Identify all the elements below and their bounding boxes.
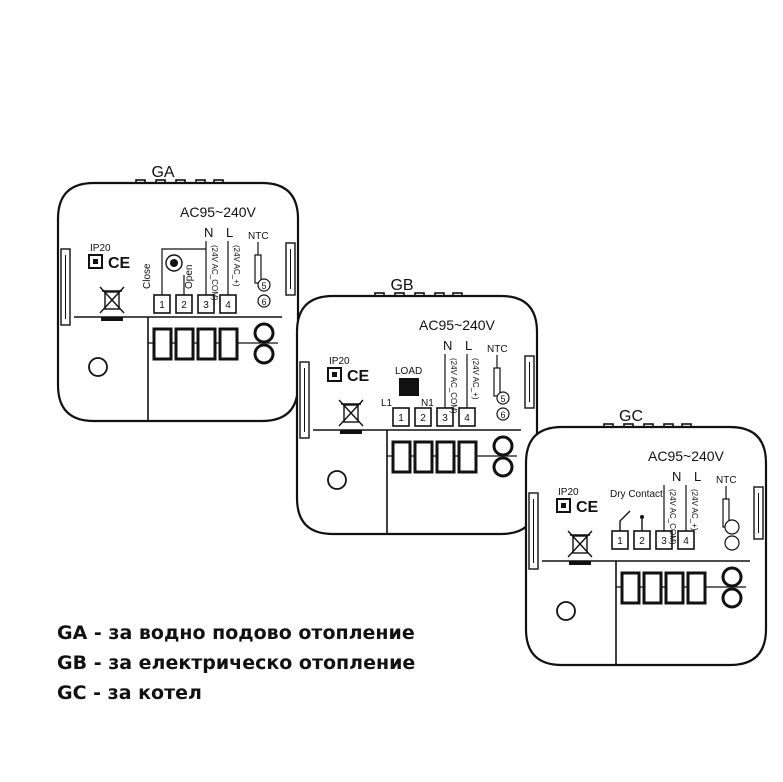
terminal-2 <box>414 407 432 427</box>
ip20-box-inner <box>93 259 98 264</box>
sensor-terminal <box>724 519 740 535</box>
connector-slot <box>435 440 456 474</box>
supply-voltage-label: AC95~240V <box>419 317 496 333</box>
sensor-terminal-label: 5 <box>261 281 266 291</box>
terminal-label: 1 <box>617 536 623 547</box>
unit-code-label: GA <box>151 164 174 181</box>
neutral-label: N <box>672 469 681 484</box>
terminal-label: 3 <box>442 413 448 424</box>
ip-rating-label: IP20 <box>90 243 111 254</box>
terminal-label: 2 <box>181 300 187 311</box>
connector-slot <box>457 440 478 474</box>
terminal-label: 1 <box>398 413 404 424</box>
ip20-box-inner <box>332 372 337 377</box>
connector-slot <box>174 327 195 361</box>
supply-voltage-label: AC95~240V <box>180 204 257 220</box>
jack-bottom <box>721 587 743 609</box>
connector-slot <box>686 571 707 605</box>
com-label: (24V AC_COM) <box>668 489 677 545</box>
ntc-label: NTC <box>248 231 269 242</box>
jack-bottom <box>253 343 275 365</box>
legend-ga: GA - за водно подово отопление <box>57 622 415 644</box>
dry-contact-label: Dry Contact <box>610 489 663 500</box>
valve-wire <box>161 248 206 295</box>
dry-contact-node <box>640 515 644 519</box>
l1-label: L1 <box>381 398 393 409</box>
com-label: (24V AC_COM) <box>210 245 219 301</box>
ip-rating-label: IP20 <box>329 356 350 367</box>
sensor-terminal <box>724 535 740 551</box>
sensor-terminal-label: 5 <box>500 394 505 404</box>
ntc-probe-icon <box>254 254 262 284</box>
legend-gb: GB - за електрическо отопление <box>57 652 416 674</box>
ce-mark-icon: CE <box>347 368 370 385</box>
live-label: L <box>694 469 701 484</box>
mounting-hole <box>327 470 347 490</box>
terminal-1 <box>392 407 410 427</box>
terminal-label: 3 <box>661 536 667 547</box>
sensor-terminal-6 <box>496 407 510 421</box>
dry-contact-switch-icon <box>619 510 631 531</box>
sensor-terminal-label: 6 <box>500 410 505 420</box>
live-label: L <box>226 225 233 240</box>
ntc-label: NTC <box>716 475 737 486</box>
ce-mark-icon: CE <box>108 255 131 272</box>
sensor-terminal-label: 6 <box>261 297 266 307</box>
sensor-terminal-6 <box>257 294 271 308</box>
weee-bin-icon <box>567 530 593 565</box>
jack-top <box>253 322 275 344</box>
connector-slot <box>152 327 173 361</box>
load-label: LOAD <box>395 366 422 377</box>
legend-gc: GC - за котел <box>57 682 202 704</box>
unit-code-label: GC <box>619 408 643 425</box>
connector-slot <box>196 327 217 361</box>
jack-top <box>721 566 743 588</box>
weee-bin-icon <box>99 286 125 321</box>
ce-mark-icon: CE <box>576 499 599 516</box>
alt-supply-label: (24V AC_+) <box>471 358 480 400</box>
neutral-label: N <box>204 225 213 240</box>
connector-slot <box>642 571 663 605</box>
ntc-label: NTC <box>487 344 508 355</box>
alt-supply-label: (24V AC_+) <box>232 245 241 287</box>
open-label: Open <box>184 265 195 289</box>
ip20-box-inner <box>561 503 566 508</box>
mounting-hole <box>556 601 576 621</box>
sensor-terminal-5 <box>496 391 510 405</box>
terminal-label: 3 <box>203 300 209 311</box>
terminal-label: 2 <box>420 413 426 424</box>
terminal-label: 4 <box>225 300 231 311</box>
terminal-label: 4 <box>683 536 689 547</box>
ip-rating-label: IP20 <box>558 487 579 498</box>
valve-actuator-core <box>170 259 178 267</box>
connector-slot <box>391 440 412 474</box>
legend: GA - за водно подово отопление GB - за е… <box>57 618 477 708</box>
neutral-label: N <box>443 338 452 353</box>
com-label: (24V AC_COM) <box>449 358 458 414</box>
weee-bin-icon <box>338 399 364 434</box>
live-label: L <box>465 338 472 353</box>
mounting-hole <box>88 357 108 377</box>
unit-code-label: GB <box>390 277 413 294</box>
supply-voltage-label: AC95~240V <box>648 448 725 464</box>
connector-slot <box>413 440 434 474</box>
close-label: Close <box>142 263 153 289</box>
terminal-label: 1 <box>159 300 165 311</box>
connector-slot <box>620 571 641 605</box>
n1-label: N1 <box>421 398 434 409</box>
connector-slot <box>218 327 239 361</box>
connector-slot <box>664 571 685 605</box>
alt-supply-label: (24V AC_+) <box>690 489 699 531</box>
ntc-probe-icon <box>493 367 501 397</box>
load-icon <box>399 378 419 396</box>
sensor-terminal-5 <box>257 278 271 292</box>
jack-top <box>492 435 514 457</box>
jack-bottom <box>492 456 514 478</box>
terminal-label: 2 <box>639 536 645 547</box>
terminal-label: 4 <box>464 413 470 424</box>
